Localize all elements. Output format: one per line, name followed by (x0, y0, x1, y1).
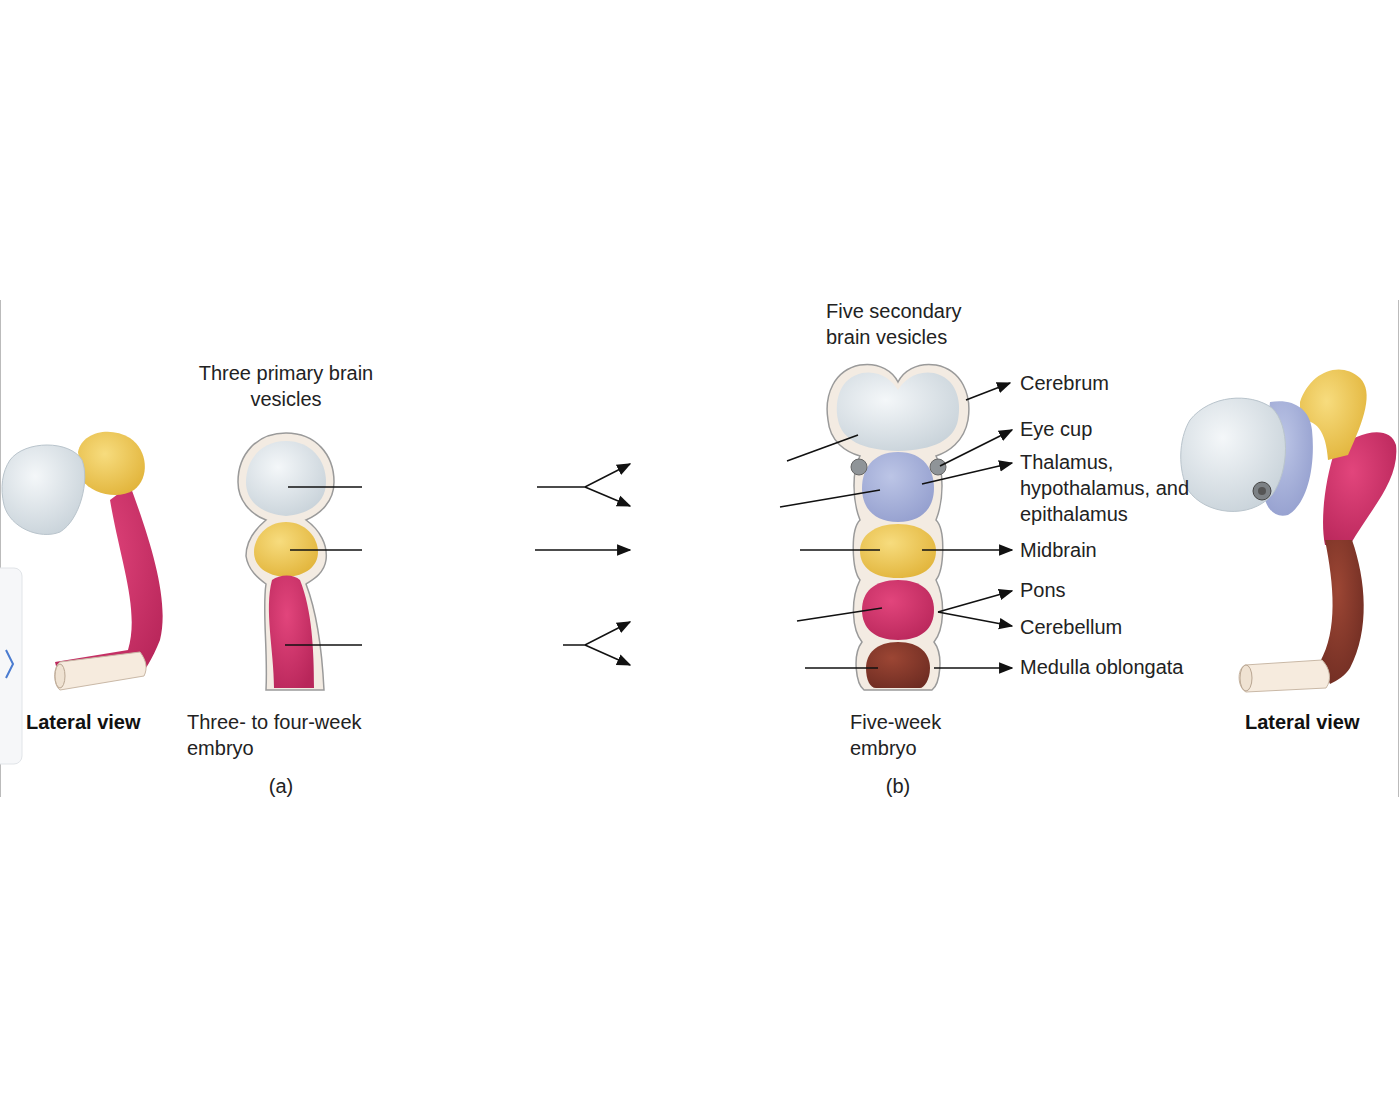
view-label: Lateral view (1245, 709, 1395, 735)
part-label: Eye cup (1020, 416, 1190, 442)
lateral-view-a (2, 432, 163, 690)
panel-letter: (a) (251, 773, 311, 799)
part-label: Cerebrum (1020, 370, 1190, 396)
lateral-view-b (1181, 370, 1397, 692)
part-label: Pons (1020, 577, 1190, 603)
vesicle-heading: Three primary brain vesicles (199, 360, 374, 412)
part-label: Midbrain (1020, 537, 1190, 563)
leader-lines (780, 383, 1012, 668)
development-arrows (535, 464, 630, 665)
chevron-icon (6, 650, 13, 678)
part-label: Thalamus, hypothalamus, and epithalamus (1020, 449, 1195, 527)
part-label: Cerebellum (1020, 614, 1190, 640)
age-label: Five-week embryo (850, 709, 970, 761)
frame-edge (1398, 300, 1399, 797)
primary-vesicles (238, 433, 362, 690)
age-label: Three- to four-week embryo (187, 709, 397, 761)
side-tab (0, 568, 22, 764)
secondary-vesicles (827, 364, 969, 690)
view-label: Lateral view (26, 709, 176, 735)
part-label: Medulla oblongata (1020, 654, 1220, 680)
panel-letter: (b) (868, 773, 928, 799)
vesicle-heading: Five secondary brain vesicles (826, 298, 1001, 350)
